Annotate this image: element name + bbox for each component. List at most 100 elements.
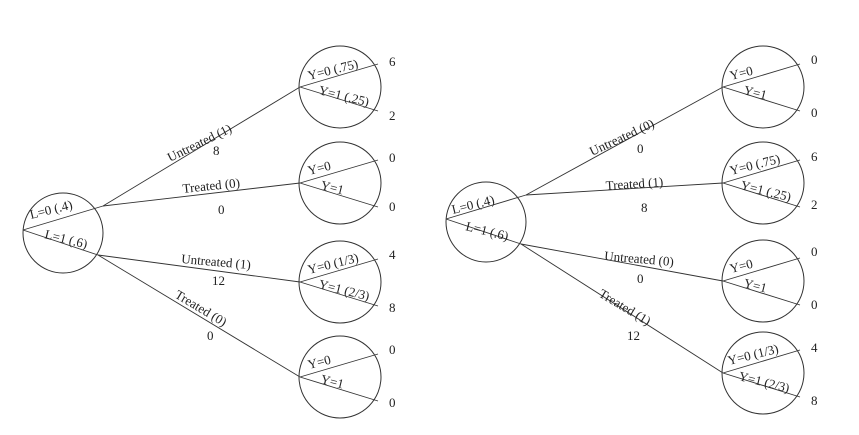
leaf-divider-bottom bbox=[722, 372, 801, 398]
outcome-label-y0: Y=0 bbox=[306, 158, 332, 178]
branch-label: Treated (1) bbox=[605, 174, 664, 193]
root-label-l1: L=1 (.6) bbox=[43, 226, 89, 251]
leaf-divider-top bbox=[722, 349, 801, 374]
root-label-l0: L=0 (.4) bbox=[450, 192, 496, 217]
outcome-count-y1: 0 bbox=[811, 105, 818, 120]
root-node: L=0 (.4) L=1 (.6) bbox=[22, 192, 104, 274]
leaf-node: Y=0 Y=1 0 0 bbox=[298, 335, 396, 419]
outcome-count-y0: 0 bbox=[389, 342, 396, 357]
branch-count: 8 bbox=[213, 143, 220, 158]
branch-line bbox=[102, 86, 301, 207]
outcome-count-y1: 0 bbox=[389, 199, 396, 214]
outcome-count-y1: 2 bbox=[811, 197, 818, 212]
outcome-count-y1: 8 bbox=[811, 393, 818, 408]
outcome-count-y1: 2 bbox=[389, 108, 396, 123]
outcome-label-y1: Y=1 (.25) bbox=[739, 177, 792, 204]
root-divider-bottom bbox=[445, 218, 522, 245]
branch-count: 0 bbox=[218, 202, 225, 217]
branch-label: Treated (1) bbox=[596, 286, 653, 329]
branch-line bbox=[97, 254, 301, 378]
branch-label: Untreated (1) bbox=[165, 121, 234, 165]
branch-line bbox=[520, 243, 724, 374]
branch-count: 12 bbox=[627, 328, 640, 343]
branch-line bbox=[102, 182, 301, 207]
outcome-label-y0: Y=0 bbox=[728, 256, 754, 276]
leaf-divider-bottom bbox=[299, 182, 379, 208]
outcome-count-y0: 0 bbox=[811, 52, 818, 67]
leaf-divider-top bbox=[299, 258, 379, 283]
leaf-divider-top bbox=[722, 159, 801, 184]
leaf-circle bbox=[298, 141, 382, 225]
outcome-label-y0: Y=0 (1/3) bbox=[306, 250, 360, 277]
outcome-label-y1: Y=1 bbox=[742, 82, 768, 102]
branch-line bbox=[97, 254, 301, 283]
outcome-count-y1: 0 bbox=[389, 395, 396, 410]
branch-label: Untreated (0) bbox=[587, 116, 656, 159]
leaf-divider-bottom bbox=[722, 280, 801, 306]
leaf-node: Y=0 (1/3) Y=1 (2/3) 4 8 bbox=[298, 240, 396, 324]
leaf-divider-bottom bbox=[299, 86, 379, 112]
outcome-label-y1: Y=1 bbox=[319, 371, 345, 391]
outcome-label-y1: Y=1 bbox=[742, 275, 768, 295]
branch-count: 0 bbox=[637, 271, 644, 286]
leaf-node: Y=0 (1/3) Y=1 (2/3) 4 8 bbox=[721, 331, 818, 415]
leaf-divider-bottom bbox=[722, 182, 801, 208]
root-divider-top bbox=[22, 205, 104, 231]
leaf-node: Y=0 (.75) Y=1 (.25) 6 2 bbox=[298, 45, 396, 129]
leaf-node: Y=0 (.75) Y=1 (.25) 6 2 bbox=[721, 141, 818, 225]
outcome-count-y0: 6 bbox=[811, 149, 818, 164]
leaf-divider-top bbox=[299, 159, 379, 184]
branch-label: Untreated (0) bbox=[604, 248, 675, 269]
root-circle bbox=[22, 192, 104, 274]
leaf-divider-top bbox=[722, 257, 801, 282]
leaf-circle bbox=[721, 331, 805, 415]
outcome-count-y0: 4 bbox=[811, 340, 818, 355]
outcome-label-y1: Y=1 (.25) bbox=[317, 82, 370, 109]
branch-count: 0 bbox=[207, 328, 214, 343]
leaf-node: Y=0 Y=1 0 0 bbox=[721, 45, 818, 129]
root-divider-top bbox=[445, 194, 527, 220]
branch-count: 8 bbox=[641, 200, 648, 215]
outcome-label-y1: Y=1 bbox=[319, 177, 345, 197]
root-circle bbox=[445, 181, 527, 263]
leaf-circle bbox=[298, 45, 382, 129]
branch-label: Treated (0) bbox=[172, 287, 229, 330]
leaf-divider-bottom bbox=[299, 281, 379, 307]
outcome-count-y1: 0 bbox=[811, 297, 818, 312]
branch-label: Treated (0) bbox=[182, 175, 241, 196]
root-label-l1: L=1 (.6) bbox=[464, 218, 510, 243]
leaf-divider-top bbox=[299, 353, 379, 378]
leaf-divider-top bbox=[299, 63, 379, 88]
branch-count: 12 bbox=[212, 273, 225, 288]
branch-label: Untreated (1) bbox=[181, 251, 252, 272]
outcome-count-y1: 8 bbox=[389, 300, 396, 315]
leaf-divider-bottom bbox=[722, 86, 801, 112]
branch-line bbox=[525, 182, 724, 196]
leaf-circle bbox=[721, 141, 805, 225]
leaf-node: Y=0 Y=1 0 0 bbox=[298, 141, 396, 225]
leaf-circle bbox=[721, 239, 805, 323]
outcome-count-y0: 6 bbox=[389, 54, 396, 69]
outcome-count-y0: 0 bbox=[811, 244, 818, 259]
root-node: L=0 (.4) L=1 (.6) bbox=[445, 181, 527, 263]
leaf-circle bbox=[298, 240, 382, 324]
outcome-count-y0: 4 bbox=[389, 247, 396, 262]
tree-left: L=0 (.4) L=1 (.6) Untreated (1) 8 Treate… bbox=[22, 45, 396, 419]
leaf-divider-bottom bbox=[299, 376, 379, 402]
tree-right: L=0 (.4) L=1 (.6) Untreated (0) 0 Treate… bbox=[445, 45, 818, 415]
branch-count: 0 bbox=[637, 141, 644, 156]
outcome-label-y1: Y=1 (2/3) bbox=[317, 276, 371, 303]
branch-line bbox=[520, 243, 724, 282]
leaf-node: Y=0 Y=1 0 0 bbox=[721, 239, 818, 323]
root-label-l0: L=0 (.4) bbox=[28, 197, 74, 222]
branch-line bbox=[525, 86, 724, 196]
outcome-label-y0: Y=0 bbox=[306, 352, 332, 372]
leaf-divider-top bbox=[722, 63, 801, 88]
root-divider-bottom bbox=[22, 229, 99, 256]
outcome-label-y0: Y=0 bbox=[728, 63, 754, 83]
leaf-circle bbox=[298, 335, 382, 419]
outcome-label-y1: Y=1 (2/3) bbox=[737, 368, 791, 395]
outcome-label-y0: Y=0 (.75) bbox=[306, 56, 359, 83]
